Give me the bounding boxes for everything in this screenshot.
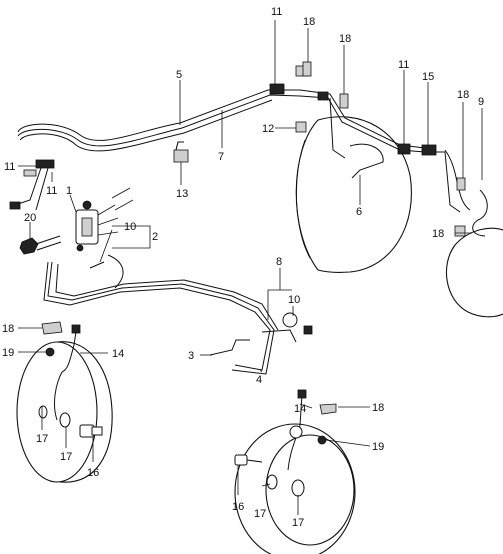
bolt-20: [19, 235, 62, 255]
callout-15: 15: [422, 71, 434, 83]
callout-labels: 11 18 18 11 15 18 9 5 7 12 13 6 11 11 1 …: [2, 6, 484, 529]
callout-18-lower-right: 18: [372, 402, 384, 414]
callout-17-right-b: 17: [292, 517, 304, 529]
callout-10-left: 10: [124, 221, 136, 233]
leader-lines: [18, 20, 483, 515]
callout-18-right: 18: [457, 89, 469, 101]
callout-17-right-a: 17: [254, 508, 266, 520]
callout-18-top-b: 18: [339, 33, 351, 45]
callout-1: 1: [66, 185, 72, 197]
callout-19-right: 19: [372, 441, 384, 453]
callout-9: 9: [478, 96, 484, 108]
right-front-wheel: [234, 423, 356, 554]
washers-17: [38, 405, 305, 497]
callout-11-left: 11: [4, 161, 15, 173]
callout-16-right: 16: [232, 501, 244, 513]
callout-17-left-b: 17: [60, 451, 72, 463]
left-rear-wheel: [445, 227, 503, 318]
callout-12: 12: [262, 123, 274, 135]
caliper-bolts: [79, 424, 263, 466]
callout-7: 7: [218, 151, 224, 163]
brake-pipes: [14, 89, 488, 471]
callout-18-mid-right: 18: [432, 228, 444, 240]
callout-2: 2: [152, 231, 158, 243]
front-master-fittings: [9, 159, 55, 210]
callout-18-left: 18: [2, 323, 14, 335]
callout-11-left-b: 11: [46, 185, 57, 197]
rear-tee-fittings: [269, 65, 437, 156]
callout-19-left: 19: [2, 347, 14, 359]
callout-17-left-a: 17: [36, 433, 48, 445]
callout-14-left: 14: [112, 348, 124, 360]
left-front-wheel: [16, 341, 113, 483]
clips: [41, 61, 466, 415]
callout-14-right: 14: [294, 403, 306, 415]
callout-13: 13: [176, 188, 188, 200]
callout-5: 5: [176, 69, 182, 81]
callout-10-right: 10: [288, 294, 300, 306]
callout-4: 4: [256, 374, 262, 386]
proportioning-valve: [75, 187, 134, 252]
callout-16-left: 16: [87, 467, 99, 479]
right-rear-wheel: [295, 116, 412, 273]
callout-6: 6: [356, 206, 362, 218]
callout-3: 3: [188, 350, 194, 362]
callout-11-right: 11: [398, 59, 409, 71]
callout-11-top: 11: [271, 6, 282, 18]
callout-20: 20: [24, 212, 36, 224]
hose-brackets: [45, 312, 327, 445]
callout-8: 8: [276, 256, 282, 268]
callout-18-top: 18: [303, 16, 315, 28]
